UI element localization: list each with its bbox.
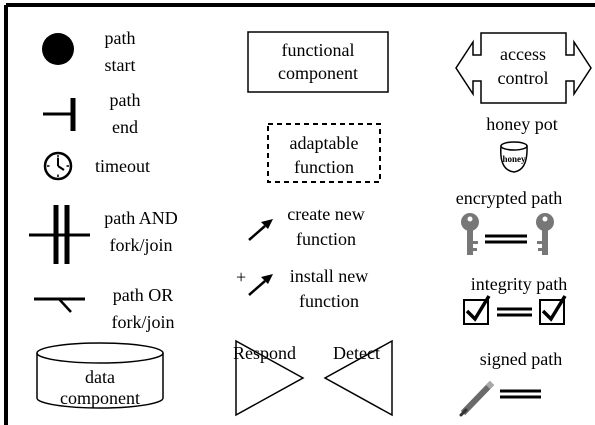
path-or-label-1: path OR — [113, 285, 174, 305]
install-function-label-1: install new — [290, 266, 369, 286]
path-and-entry: path AND fork/join — [29, 205, 178, 264]
functional-component-label-1: functional — [282, 40, 355, 60]
encrypted-path-entry: encrypted path — [456, 188, 562, 255]
path-end-bar-icon — [43, 98, 76, 131]
path-end-label-1: path — [110, 90, 141, 110]
honey-pot-label: honey pot — [486, 114, 558, 134]
adaptable-function-label-2: function — [294, 157, 354, 177]
integrity-path-entry: integrity path — [463, 274, 567, 325]
cylinder-icon — [36, 342, 164, 409]
install-plus-sign: + — [236, 267, 246, 287]
key-icon — [536, 213, 554, 255]
signed-path-entry: signed path — [459, 349, 563, 417]
install-function-label-2: function — [299, 291, 359, 311]
signed-path-label: signed path — [480, 349, 563, 369]
detect-label: Detect — [333, 343, 380, 363]
create-function-label-2: function — [296, 229, 356, 249]
legend-frame — [4, 3, 595, 425]
adaptable-function-box — [267, 123, 381, 183]
timeout-label: timeout — [95, 156, 150, 176]
access-control-label-2: control — [498, 68, 549, 88]
path-end-label-2: end — [112, 117, 138, 137]
path-or-entry: path OR fork/join — [34, 285, 175, 332]
path-start-label-1: path — [105, 28, 136, 48]
adaptable-function-label-1: adaptable — [290, 133, 359, 153]
encrypted-path-label: encrypted path — [456, 188, 562, 208]
clock-icon — [43, 151, 73, 181]
respond-triangle-icon — [235, 339, 305, 417]
access-control-entry: access control — [455, 32, 592, 104]
integrity-path-label: integrity path — [471, 274, 567, 294]
functional-component-label-2: component — [278, 63, 358, 83]
path-and-label-2: fork/join — [110, 235, 173, 255]
or-fork-icon — [34, 297, 85, 313]
detect-triangle-icon — [323, 339, 393, 417]
key-icon — [461, 213, 479, 255]
path-and-label-1: path AND — [104, 208, 178, 228]
access-control-label-1: access — [500, 44, 546, 64]
path-start-label-2: start — [105, 55, 136, 75]
timeout-entry: timeout — [43, 151, 150, 181]
filled-circle-icon — [42, 33, 74, 65]
respond-detect-entry: Respond Detect — [233, 339, 393, 417]
path-start-entry: path start — [42, 28, 136, 75]
data-component-label-1: data — [85, 367, 115, 387]
path-end-entry: path end — [43, 90, 141, 137]
arrow-icon — [248, 274, 273, 296]
data-component-label-2: component — [60, 388, 140, 408]
double-arrow-box-icon — [455, 32, 592, 104]
and-fork-icon — [29, 205, 90, 264]
functional-component-entry: functional component — [247, 31, 389, 93]
arrow-icon — [248, 219, 273, 241]
honey-pot-jar-text: honey — [502, 154, 526, 164]
honey-pot-icon — [500, 141, 528, 173]
checkbox-icon — [463, 295, 491, 325]
path-or-label-2: fork/join — [112, 312, 175, 332]
install-function-entry: + install new function — [236, 266, 368, 311]
checkbox-icon — [539, 295, 567, 325]
create-function-label-1: create new — [287, 204, 364, 224]
create-function-entry: create new function — [248, 204, 365, 249]
respond-label: Respond — [233, 343, 296, 363]
equals-double-line-icon — [497, 307, 532, 317]
equals-double-line-icon — [485, 234, 527, 244]
adaptable-function-entry: adaptable function — [267, 123, 381, 183]
equals-double-line-icon — [500, 389, 541, 399]
pencil-icon — [459, 380, 495, 417]
data-component-entry: data component — [36, 342, 164, 409]
honey-pot-entry: honey pot honey — [486, 114, 558, 173]
functional-component-box — [247, 31, 389, 93]
